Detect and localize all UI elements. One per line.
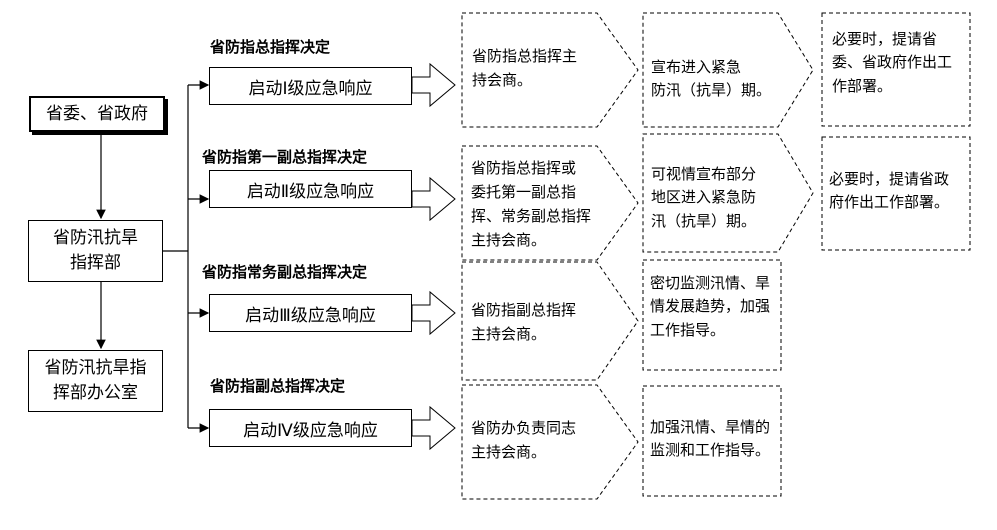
presider-text-level-2: 省防指总指挥或 委托第一副总指 挥、常务副总指挥 主持会商。	[471, 159, 592, 249]
response-box-level-1: 启动Ⅰ级应急响应	[209, 67, 412, 105]
extra-text-level-2: 必要时，提请省政 府作出工作部署。	[829, 170, 950, 212]
response-box-level-2: 启动Ⅱ级应急响应	[209, 170, 412, 208]
headquarters-node: 省防汛抗旱 指挥部	[28, 220, 163, 282]
measure-shape-level-1	[642, 12, 814, 128]
provincial-committee-node: 省委、省政府	[29, 96, 165, 132]
response-label-level-3: 启动Ⅲ级应急响应	[245, 305, 376, 326]
measure-shape-level-3	[642, 259, 782, 371]
office-node: 省防汛抗旱指 挥部办公室	[28, 350, 163, 412]
extra-shape-level-1	[821, 12, 971, 127]
extra-shape-level-2	[821, 136, 971, 251]
office-label: 省防汛抗旱指 挥部办公室	[44, 358, 147, 403]
decision-label-level-3: 省防指常务副总指挥决定	[202, 263, 368, 281]
presider-shape-level-4	[461, 384, 639, 500]
response-label-level-1: 启动Ⅰ级应急响应	[248, 78, 373, 99]
response-box-level-3: 启动Ⅲ级应急响应	[209, 294, 412, 332]
presider-text-level-3: 省防指副总指挥 主持会商。	[471, 301, 577, 343]
measure-text-level-1: 宣布进入紧急 防汛（抗旱）期。	[651, 58, 772, 100]
block-arrow-level-2	[411, 176, 456, 222]
headquarters-label: 省防汛抗旱 指挥部	[53, 228, 138, 273]
decision-label-level-2: 省防指第一副总指挥决定	[202, 148, 368, 166]
presider-shape-level-1	[461, 12, 639, 128]
block-arrow-level-3	[411, 290, 456, 336]
measure-text-level-4: 加强汛情、旱情的 监测和工作指导。	[650, 418, 771, 460]
presider-shape-level-2	[461, 145, 639, 261]
response-box-level-4: 启动Ⅳ级应急响应	[209, 409, 412, 447]
presider-shape-level-3	[461, 261, 639, 381]
provincial-committee-label: 省委、省政府	[46, 103, 148, 124]
decision-label-level-1: 省防指总指挥决定	[210, 38, 331, 56]
response-label-level-4: 启动Ⅳ级应急响应	[243, 420, 378, 441]
decision-label-level-4: 省防指副总指挥决定	[210, 377, 346, 395]
presider-text-level-1: 省防指总指挥主 持会商。	[472, 47, 578, 89]
block-arrow-level-4	[411, 405, 456, 451]
measure-text-level-3: 密切监测汛情、旱 情发展趋势，加强 工作指导。	[650, 274, 771, 339]
measure-text-level-2: 可视情宣布部分 地区进入紧急防 汛（抗旱）期。	[651, 165, 757, 230]
measure-shape-level-4	[642, 385, 782, 497]
presider-text-level-4: 省防办负责同志 主持会商。	[471, 419, 577, 461]
block-arrow-level-1	[411, 62, 456, 108]
extra-text-level-1: 必要时，提请省 委、省政府作出工 作部署。	[832, 30, 953, 95]
response-label-level-2: 启动Ⅱ级应急响应	[246, 181, 375, 202]
measure-shape-level-2	[642, 133, 814, 253]
